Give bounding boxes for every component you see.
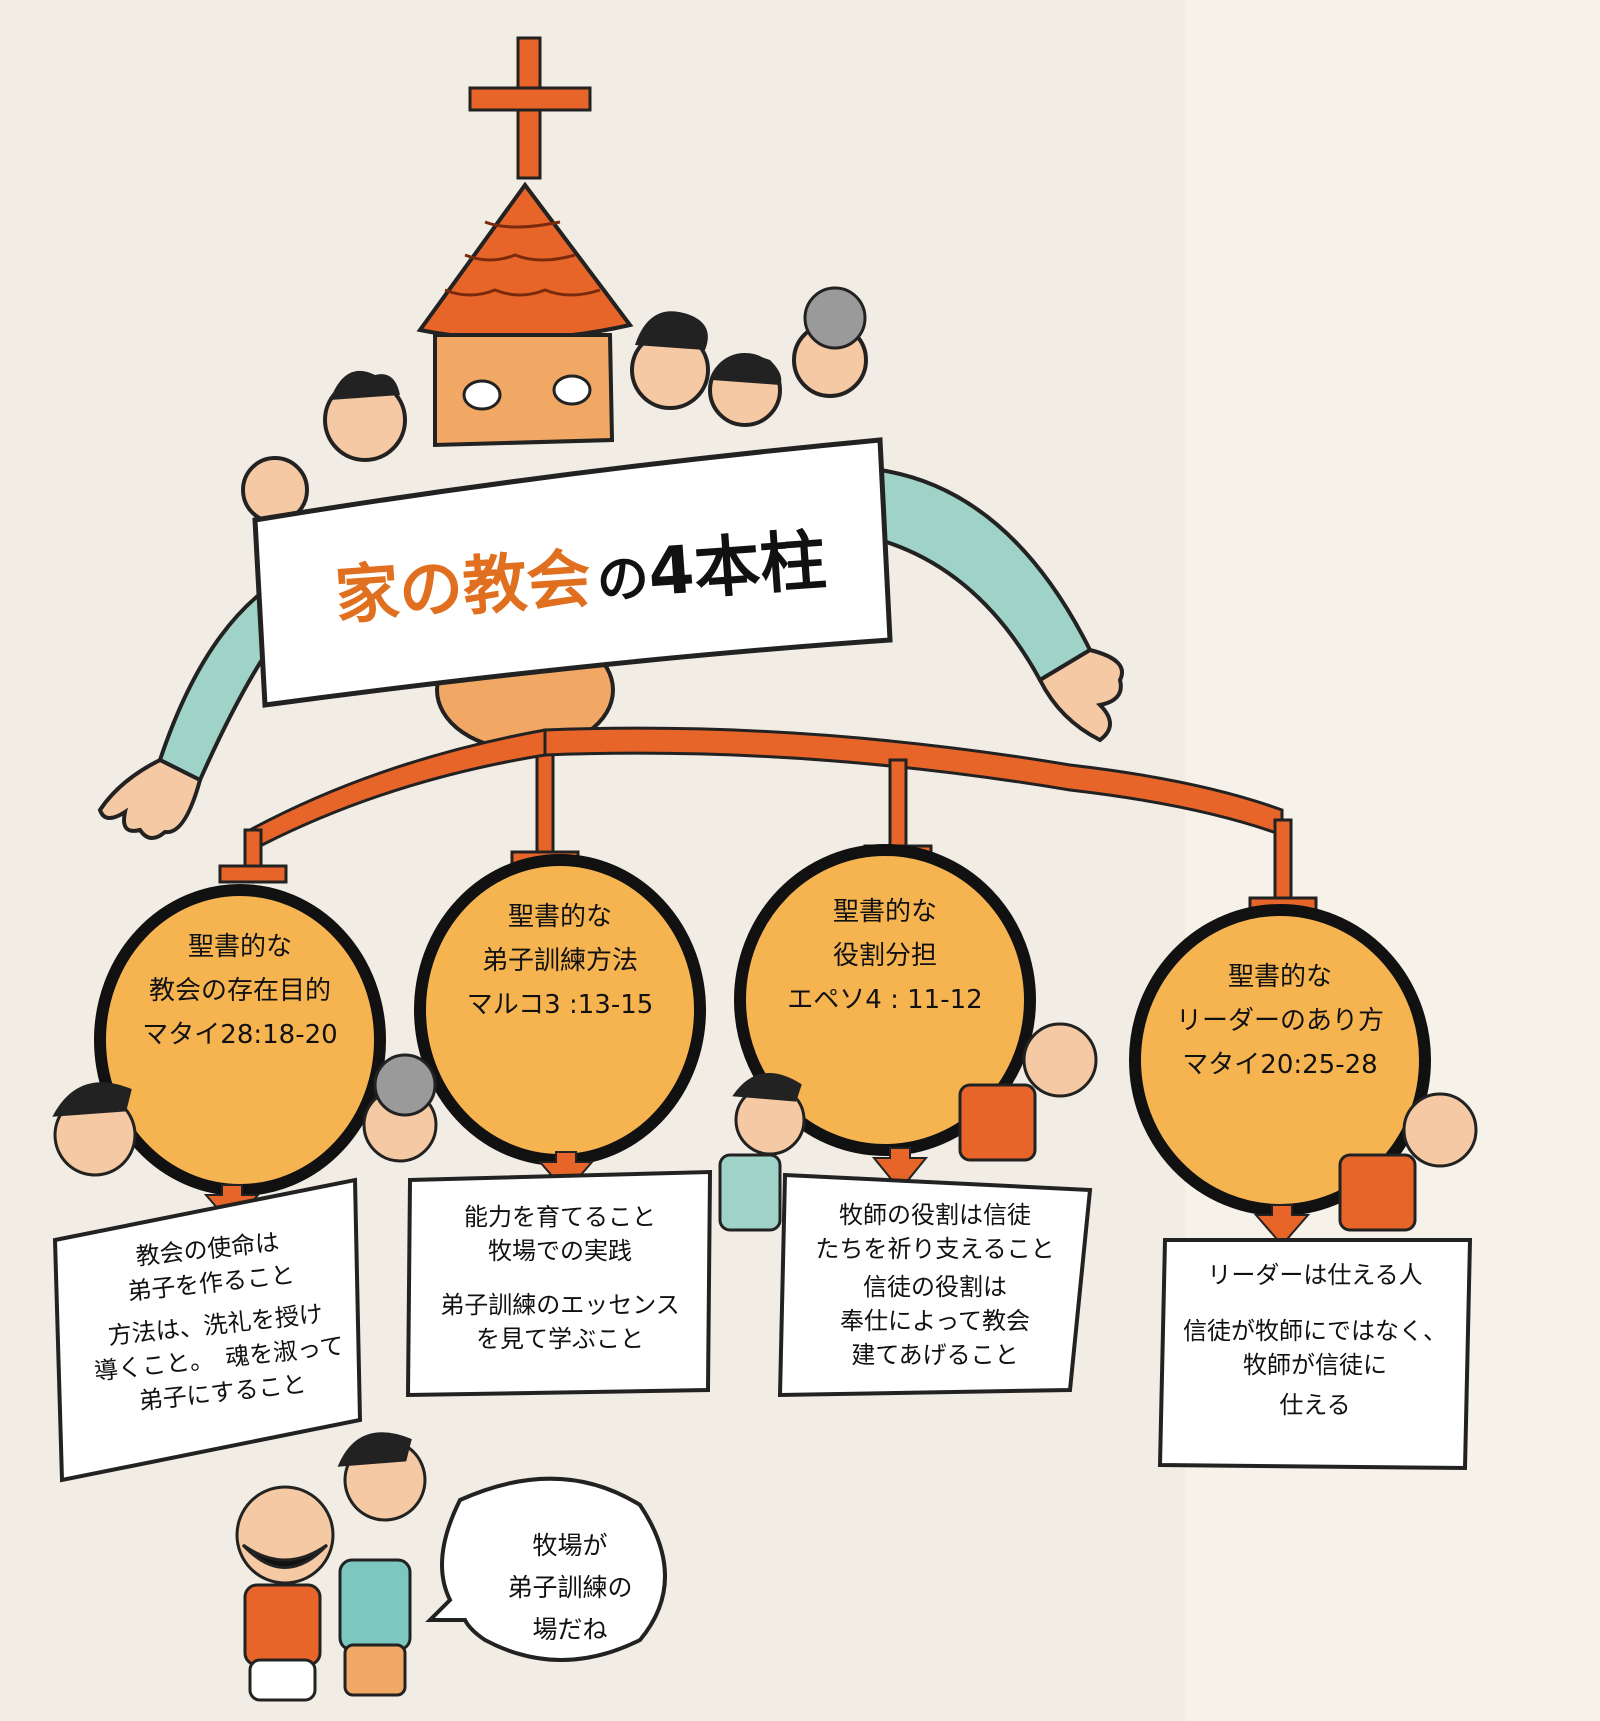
characters-icon bbox=[52, 1022, 1478, 1232]
title-orange: 家の教会 bbox=[332, 542, 594, 635]
pillar-2-heading: 聖書的な 弟子訓練方法 マルコ3 :13-15 bbox=[466, 902, 654, 1020]
church-body bbox=[433, 333, 615, 448]
pillar-4-heading: 聖書的な リーダーのあり方 マタイ20:25-28 bbox=[1175, 962, 1384, 1080]
church-roof bbox=[416, 181, 634, 341]
speech-bubble-text: 牧場が 弟子訓練の 場だね bbox=[507, 1531, 633, 1644]
bottom-characters-icon bbox=[235, 1432, 427, 1702]
branch-lines bbox=[243, 726, 1293, 902]
title-banner bbox=[252, 437, 893, 708]
pillar-3-notes: 牧師の役割は信徒 たちを祈り支えること 信徒の役割は 奉仕によって教会 建てあげ… bbox=[815, 1201, 1055, 1369]
cross-icon bbox=[468, 36, 592, 180]
pillar-circle-3 bbox=[734, 844, 1036, 1156]
title-black: の4本柱 bbox=[594, 521, 829, 612]
people-icon bbox=[241, 286, 868, 524]
note-box-1 bbox=[52, 1177, 363, 1483]
right-arm bbox=[878, 467, 1093, 683]
note-box-3 bbox=[777, 1172, 1093, 1398]
pillar-4-notes: リーダーは仕える人 信徒が牧師にではなく、 牧師が信徒に 仕える bbox=[1183, 1261, 1447, 1419]
speech-bubble bbox=[425, 1476, 667, 1662]
pillar-1-heading: 聖書的な 教会の存在目的 マタイ28:18-20 bbox=[142, 932, 338, 1050]
pillar-3-heading: 聖書的な 役割分担 エペソ4 : 11-12 bbox=[787, 897, 983, 1015]
note-box-4 bbox=[1157, 1238, 1473, 1471]
note-box-2 bbox=[405, 1169, 713, 1398]
pillar-1-notes: 教会の使命は 弟子を作ること 方法は、洗礼を授け 導くこと。 魂を淑って 弟子に… bbox=[92, 1227, 346, 1416]
pillar-2-notes: 能力を育てること 牧場での実践 弟子訓練のエッセンス を見て学ぶこと bbox=[440, 1203, 680, 1353]
left-arm bbox=[157, 586, 278, 783]
